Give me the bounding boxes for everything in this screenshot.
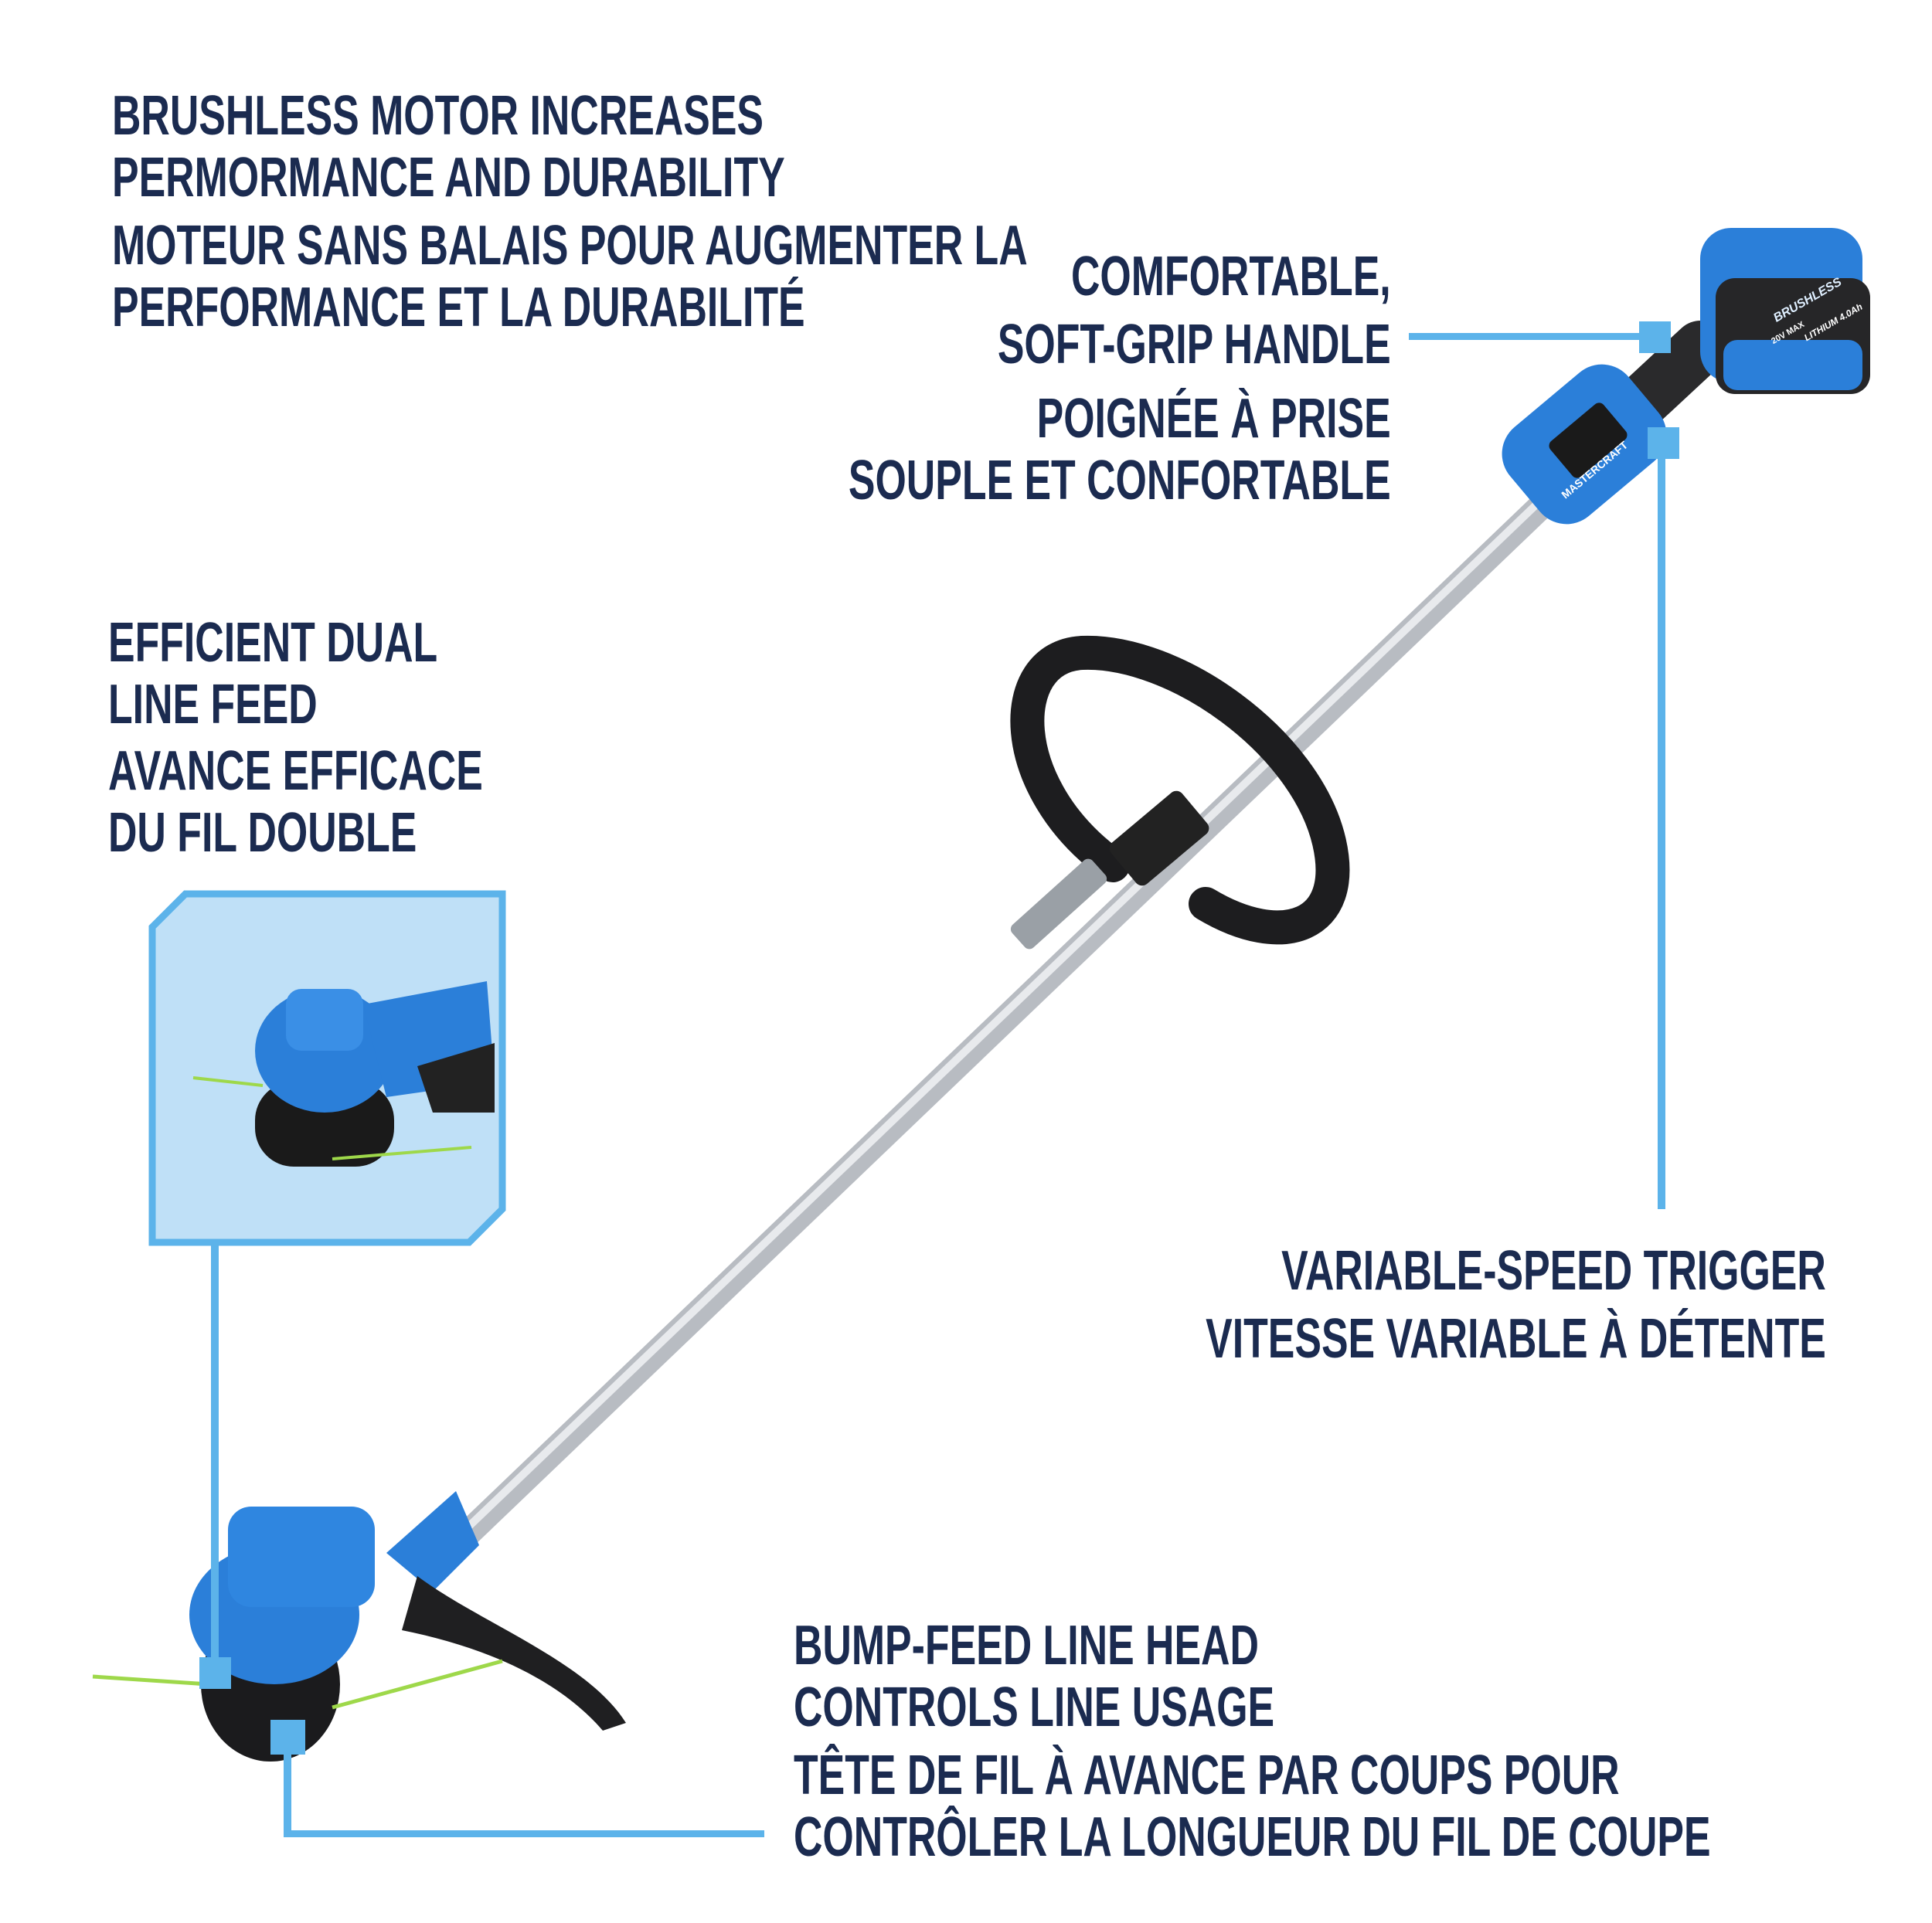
line-feed-en-2: LINE FEED (108, 674, 318, 736)
bump-head-callout-vertical (284, 1752, 291, 1837)
trimmer-head (92, 1491, 626, 1762)
handle-fr-1: POIGNÉE À PRISE (1036, 388, 1391, 450)
assist-handle (1010, 635, 1350, 945)
motor-en-2: PERMORMANCE AND DURABILITY (112, 147, 785, 209)
trigger-feature-text: VARIABLE-SPEED TRIGGER VITESSE VARIABLE … (964, 1240, 1826, 1370)
trigger-callout-marker (1648, 427, 1679, 459)
inset-trimmer-head (192, 981, 495, 1167)
trigger-callout-line (1658, 456, 1665, 1209)
handle-fr-2: SOUPLE ET CONFORTABLE (849, 450, 1391, 511)
line-feed-callout-marker (199, 1657, 231, 1689)
bump-head-en-1: BUMP-FEED LINE HEAD (794, 1615, 1259, 1677)
motor-fr-1: MOTEUR SANS BALAIS POUR AUGMENTER LA (112, 215, 1028, 277)
line-feed-en-1: EFFICIENT DUAL (108, 612, 438, 674)
line-feed-callout-line (211, 1242, 219, 1663)
shaft (451, 481, 1566, 1551)
bump-head-fr-2: CONTRÔLER LA LONGUEUR DU FIL DE COUPE (794, 1806, 1711, 1868)
motor-en-1: BRUSHLESS MOTOR INCREASES (112, 85, 764, 147)
trigger-en: VARIABLE-SPEED TRIGGER (1281, 1240, 1826, 1302)
handle-en-2: SOFT-GRIP HANDLE (998, 314, 1391, 375)
bump-head-callout-horizontal (284, 1830, 764, 1837)
trigger-fr: VITESSE VARIABLE À DÉTENTE (1206, 1308, 1826, 1370)
line-feed-feature-text: EFFICIENT DUAL LINE FEED AVANCE EFFICACE… (108, 612, 628, 864)
guard (402, 1576, 626, 1731)
handle-callout-line (1409, 333, 1656, 340)
bump-head-en-2: CONTROLS LINE USAGE (794, 1677, 1275, 1738)
line-feed-fr-1: AVANCE EFFICACE (108, 740, 483, 802)
bump-head-fr-1: TÊTE DE FIL À AVANCE PAR COUPS POUR (794, 1745, 1620, 1806)
motor-fr-2: PERFORMANCE ET LA DURABILITÉ (112, 277, 805, 338)
handle-feature-text: COMFORTABLE, SOFT-GRIP HANDLE POIGNÉE À … (638, 246, 1391, 511)
handle-callout-marker (1639, 321, 1671, 353)
bump-head-callout-marker (270, 1720, 305, 1755)
line-feed-fr-2: DU FIL DOUBLE (108, 802, 417, 864)
bump-head-feature-text: BUMP-FEED LINE HEAD CONTROLS LINE USAGE … (794, 1615, 1932, 1868)
handle-en-1: COMFORTABLE, (1071, 246, 1391, 307)
shaft-coupler (1010, 858, 1107, 950)
motor-feature-text: BRUSHLESS MOTOR INCREASES PERMORMANCE AN… (112, 85, 1383, 338)
